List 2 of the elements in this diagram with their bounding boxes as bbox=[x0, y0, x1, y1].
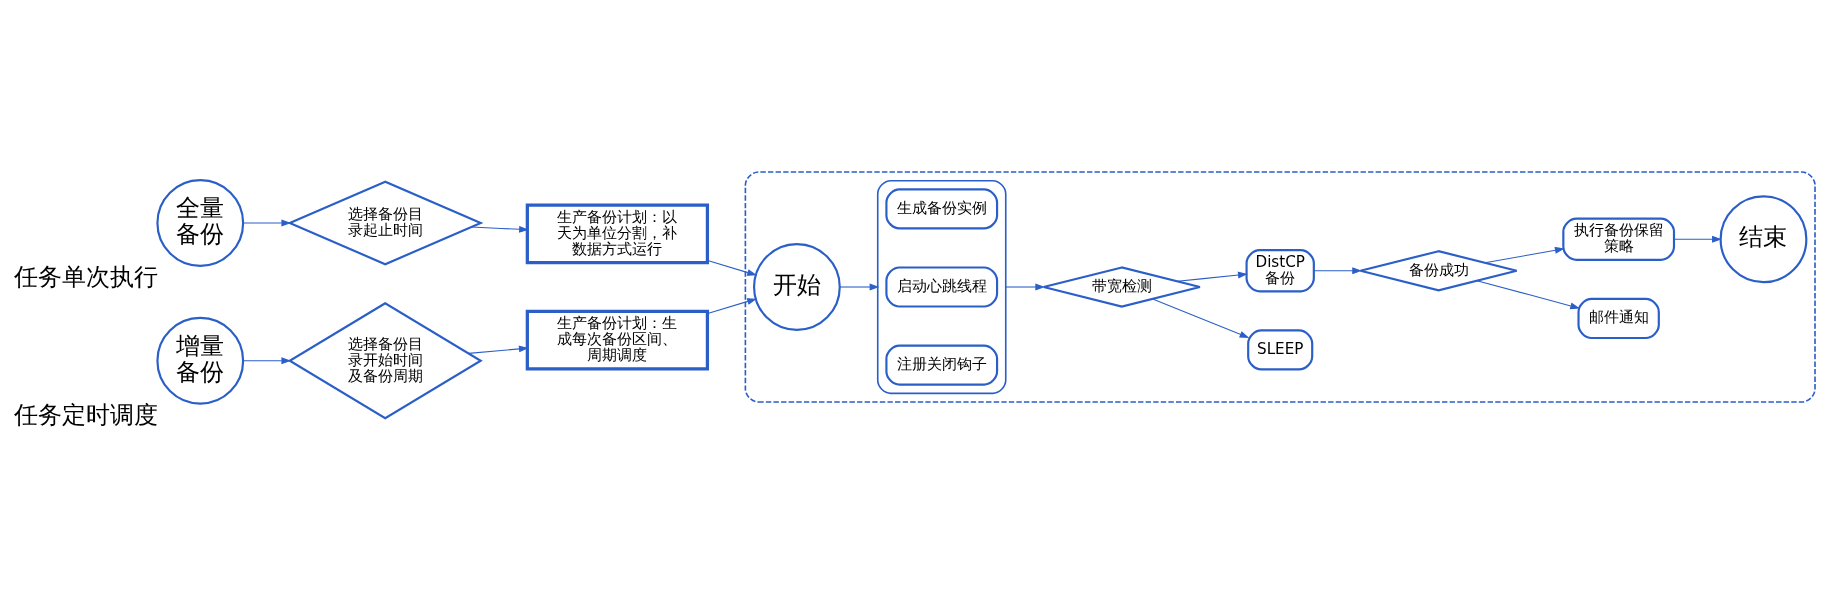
node-label: 任务单次执行 bbox=[14, 262, 159, 291]
node-label: 任务定时调度 bbox=[14, 400, 159, 429]
